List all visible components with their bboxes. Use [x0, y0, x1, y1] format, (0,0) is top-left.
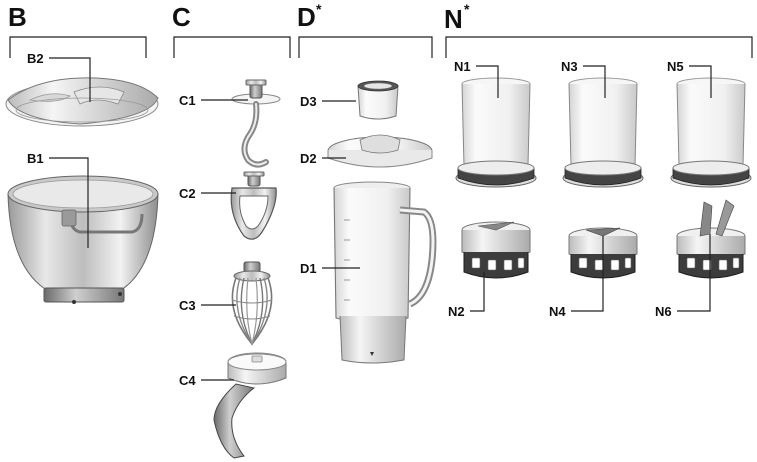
callout-n3: N3	[561, 59, 578, 74]
callout-n1: N1	[454, 59, 471, 74]
blender-cup-n3-illustration	[563, 78, 643, 187]
section-b-title: B	[8, 2, 27, 32]
dough-hook-illustration	[232, 80, 280, 165]
callout-c1: C1	[179, 93, 196, 108]
section-n-bracket	[446, 37, 752, 58]
section-d-title: D	[297, 2, 316, 32]
pouring-shield-illustration	[6, 78, 158, 126]
section-d-asterisk: *	[316, 1, 322, 17]
callout-n4: N4	[549, 304, 566, 319]
section-c-title: C	[172, 2, 191, 32]
blade-base-n6-illustration	[677, 200, 745, 278]
scraper-illustration	[214, 353, 286, 458]
section-n-asterisk: *	[464, 1, 470, 17]
callout-b1: B1	[27, 151, 44, 166]
blade-base-n2-illustration	[462, 222, 530, 278]
callout-n6: N6	[655, 304, 672, 319]
blender-lid-illustration	[328, 135, 432, 167]
blender-jug-illustration	[334, 182, 433, 363]
measuring-cap-illustration	[358, 81, 398, 119]
section-b: B B2 B1	[6, 2, 158, 304]
mixing-bowl-illustration	[8, 176, 158, 304]
section-n: N * N1 N3 N5	[444, 1, 752, 319]
leader-n2	[470, 272, 484, 311]
callout-n2: N2	[448, 304, 465, 319]
section-c-bracket	[174, 37, 290, 58]
callout-c2: C2	[179, 186, 196, 201]
callout-d3: D3	[300, 94, 317, 109]
flat-beater-illustration	[231, 172, 276, 239]
section-d-bracket	[299, 37, 432, 58]
callout-d1: D1	[300, 261, 317, 276]
section-n-title: N	[444, 4, 463, 34]
section-d: D * D3 D2	[297, 1, 433, 363]
callout-n5: N5	[667, 59, 684, 74]
whisk-illustration	[232, 262, 272, 344]
callout-c3: C3	[179, 298, 196, 313]
callout-c4: C4	[179, 373, 196, 388]
blender-cup-n1-illustration	[456, 78, 536, 187]
callout-b2: B2	[27, 51, 44, 66]
callout-d2: D2	[300, 151, 317, 166]
section-c: C C1 C2	[172, 2, 290, 458]
